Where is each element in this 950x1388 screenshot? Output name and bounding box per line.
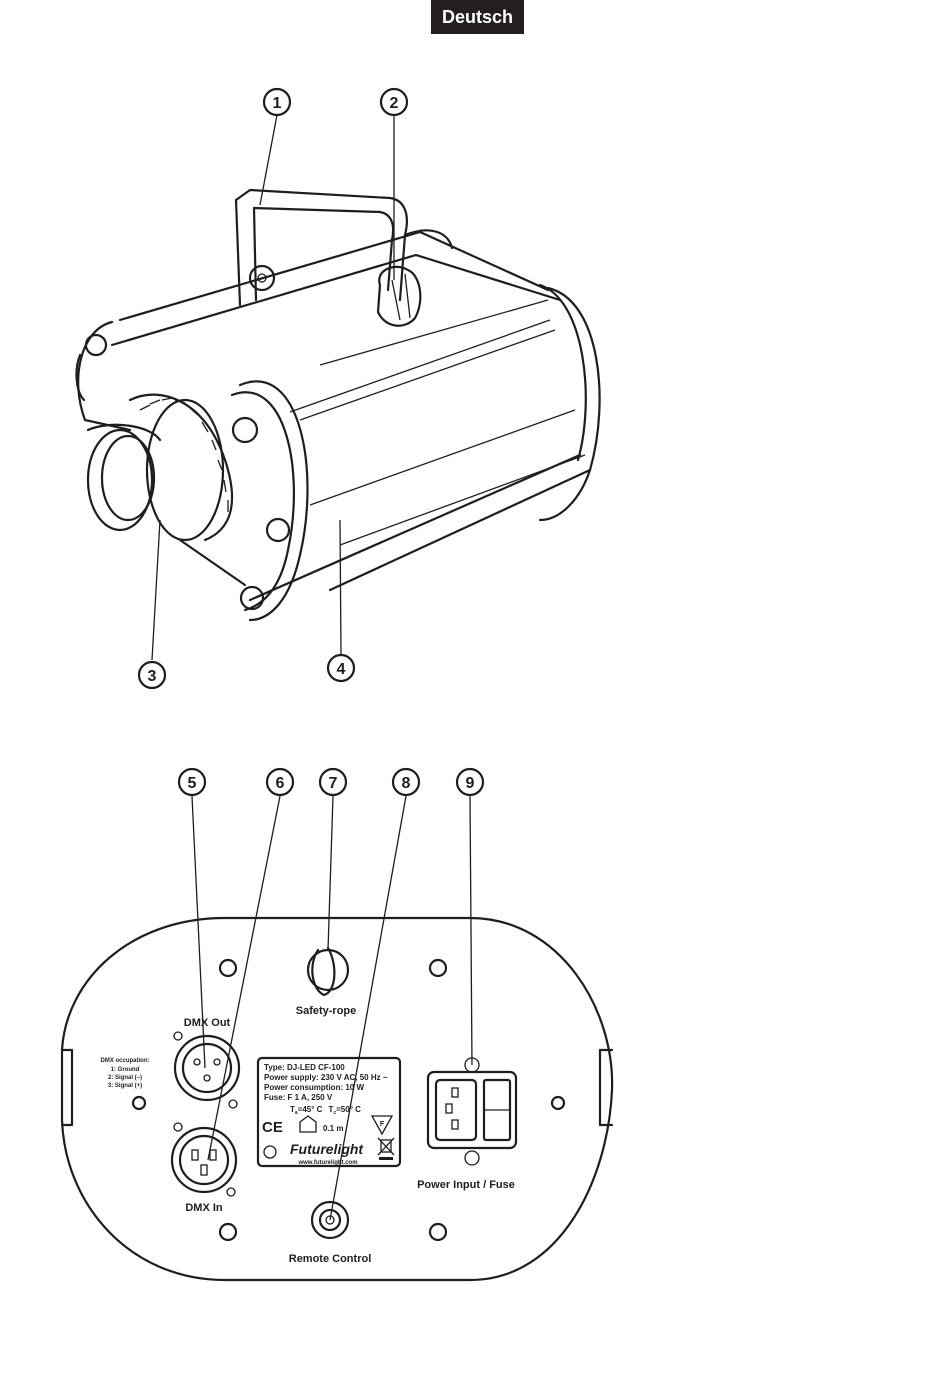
ce-mark: CE: [262, 1119, 283, 1136]
svg-text:6: 6: [276, 775, 285, 792]
svg-text:DMX occupation:: DMX occupation:: [101, 1058, 150, 1064]
svg-text:1: Ground: 1: Ground: [111, 1067, 140, 1073]
svg-text:3: Signal (+): 3: Signal (+): [108, 1083, 142, 1089]
svg-text:2: 2: [390, 95, 399, 112]
callout-markers: 1 2 3 4 5 6 7 8 9: [139, 89, 483, 795]
svg-text:2: Signal (–): 2: Signal (–): [108, 1075, 142, 1081]
device-illustration: [77, 190, 600, 620]
weee-bin-icon: [378, 1138, 394, 1160]
callout-5: 5: [179, 769, 205, 795]
svg-text:Type: DJ-LED CF-100: Type: DJ-LED CF-100: [264, 1063, 345, 1072]
callout-3: 3: [139, 662, 165, 688]
callout-9: 9: [457, 769, 483, 795]
svg-text:5: 5: [188, 775, 197, 792]
callout-2: 2: [381, 89, 407, 115]
remote-control-label: Remote Control: [289, 1253, 372, 1265]
svg-text:Power supply: 230 V AC, 50 Hz: Power supply: 230 V AC, 50 Hz ~: [264, 1073, 388, 1082]
svg-text:3: 3: [148, 668, 157, 685]
svg-text:www.futurelight.com: www.futurelight.com: [297, 1160, 357, 1166]
type-plate: Type: DJ-LED CF-100 Power supply: 230 V …: [262, 1063, 394, 1166]
brand-logo: Futurelight: [290, 1141, 364, 1157]
indoor-use-icon: [300, 1116, 316, 1132]
svg-text:Power consumption: 10 W: Power consumption: 10 W: [264, 1083, 364, 1092]
svg-text:Ta=45° CTc=50° C: Ta=45° CTc=50° C: [290, 1105, 361, 1116]
safety-rope-label: Safety-rope: [296, 1005, 357, 1017]
svg-text:8: 8: [402, 775, 411, 792]
svg-text:4: 4: [337, 661, 346, 678]
dmx-out-label: DMX Out: [184, 1017, 231, 1029]
svg-text:Fuse: F 1 A, 250 V: Fuse: F 1 A, 250 V: [264, 1093, 333, 1102]
callout-1: 1: [264, 89, 290, 115]
power-input-fuse-label: Power Input / Fuse: [417, 1179, 515, 1191]
lamp-icon: [264, 1146, 276, 1158]
dmx-in-label: DMX In: [185, 1202, 223, 1214]
callout-4: 4: [328, 655, 354, 681]
svg-text:0.1 m: 0.1 m: [323, 1124, 343, 1133]
svg-text:7: 7: [329, 775, 338, 792]
callout-7: 7: [320, 769, 346, 795]
svg-text:1: 1: [273, 95, 282, 112]
callout-8: 8: [393, 769, 419, 795]
dmx-occupation: DMX occupation: 1: Ground 2: Signal (–) …: [101, 1058, 150, 1089]
rear-panel-drawing: [62, 918, 612, 1280]
svg-text:9: 9: [466, 775, 475, 792]
callout-6: 6: [267, 769, 293, 795]
svg-text:F: F: [380, 1121, 385, 1128]
